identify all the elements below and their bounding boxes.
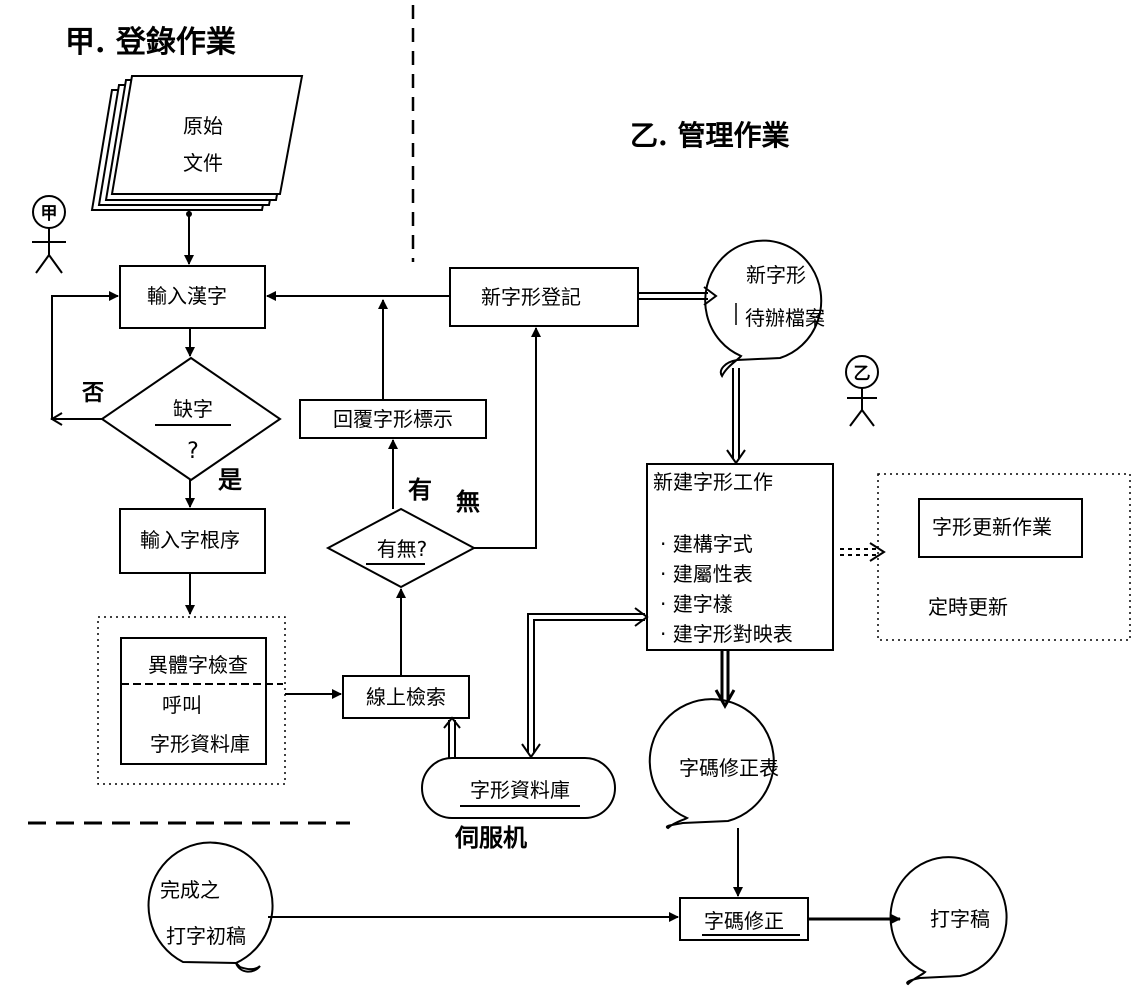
scheduled-update-label: 定時更新 xyxy=(928,595,1008,619)
node-draft: 完成之 打字初稿 xyxy=(147,841,274,973)
node-variant-check: 異體字檢查 呼叫 字形資料庫 xyxy=(120,637,283,765)
missing-char-label: 缺字 xyxy=(173,397,213,421)
node-reply-mark: 回覆字形標示 xyxy=(299,399,487,439)
reply-mark-label: 回覆字形標示 xyxy=(333,407,453,431)
pending-file-line2: 待辦檔案 xyxy=(745,306,825,330)
node-pending-file: 新字形 待辦檔案 xyxy=(704,239,825,378)
node-new-glyph-work: 新建字形工作 · 建構字式 · 建屬性表 · 建字樣 · 建字形對映表 xyxy=(646,463,834,651)
work-item-2: · 建屬性表 xyxy=(660,562,753,586)
actor-a-label: 甲 xyxy=(41,204,58,224)
work-item-1: · 建構字式 xyxy=(660,532,753,556)
input-radicals-label: 輸入字根序 xyxy=(140,528,240,552)
actor-a-icon: 甲 xyxy=(32,195,66,274)
draft-line2: 打字初稿 xyxy=(166,924,246,948)
variant-check-label: 異體字檢查 xyxy=(148,653,248,677)
work-item-4: · 建字形對映表 xyxy=(660,622,793,646)
edge-label-no: 否 xyxy=(81,380,104,406)
node-missing-char: 缺字 ? xyxy=(100,356,282,482)
call-db-line1: 呼叫 xyxy=(162,693,202,717)
actor-b-label: 乙 xyxy=(854,364,871,384)
online-search-label: 線上檢索 xyxy=(366,685,446,709)
dotted-group-variant xyxy=(97,616,286,785)
missing-char-question: ? xyxy=(187,439,199,464)
edge-label-have: 有 xyxy=(408,475,432,504)
code-fix-table-label: 字碼修正表 xyxy=(679,756,779,780)
dotted-group-update xyxy=(877,473,1131,641)
server-label: 伺服机 xyxy=(454,823,527,852)
node-input-chars: 輸入漢字 xyxy=(119,265,266,329)
node-new-glyph-reg: 新字形登記 xyxy=(449,267,639,327)
exists-label: 有無? xyxy=(377,537,428,561)
draft-line1: 完成之 xyxy=(160,878,220,902)
new-glyph-work-title: 新建字形工作 xyxy=(653,470,773,494)
node-final-draft: 打字稿 xyxy=(889,856,1008,986)
call-db-line2: 字形資料庫 xyxy=(150,732,250,756)
actor-b-icon: 乙 xyxy=(845,355,879,427)
final-draft-label: 打字稿 xyxy=(930,907,990,931)
node-code-fix-table: 字碼修正表 xyxy=(648,698,779,830)
code-fix-label: 字碼修正 xyxy=(704,909,784,933)
section-title-management: 乙. 管理作業 xyxy=(630,119,790,152)
pending-file-line1: 新字形 xyxy=(746,263,806,287)
glyph-update-label: 字形更新作業 xyxy=(932,515,1052,539)
connectors xyxy=(50,210,901,924)
node-input-radicals: 輸入字根序 xyxy=(119,508,266,574)
node-glyph-update: 字形更新作業 xyxy=(918,498,1083,558)
node-online-search: 線上檢索 xyxy=(342,675,470,719)
glyph-db-label: 字形資料庫 xyxy=(470,778,570,802)
work-item-3: · 建字樣 xyxy=(660,592,733,616)
node-original-document: 原始 文件 xyxy=(90,75,304,211)
node-code-fix: 字碼修正 xyxy=(679,897,809,941)
original-doc-line1: 原始 xyxy=(183,114,223,138)
input-chars-label: 輸入漢字 xyxy=(147,284,227,308)
section-title-registration: 甲. 登錄作業 xyxy=(65,25,236,60)
edge-label-yes: 是 xyxy=(218,465,242,494)
node-glyph-db: 字形資料庫 xyxy=(421,757,616,819)
original-doc-line2: 文件 xyxy=(183,151,223,175)
node-exists: 有無? xyxy=(325,507,477,589)
edge-label-none: 無 xyxy=(456,487,480,516)
new-glyph-reg-label: 新字形登記 xyxy=(481,285,581,309)
